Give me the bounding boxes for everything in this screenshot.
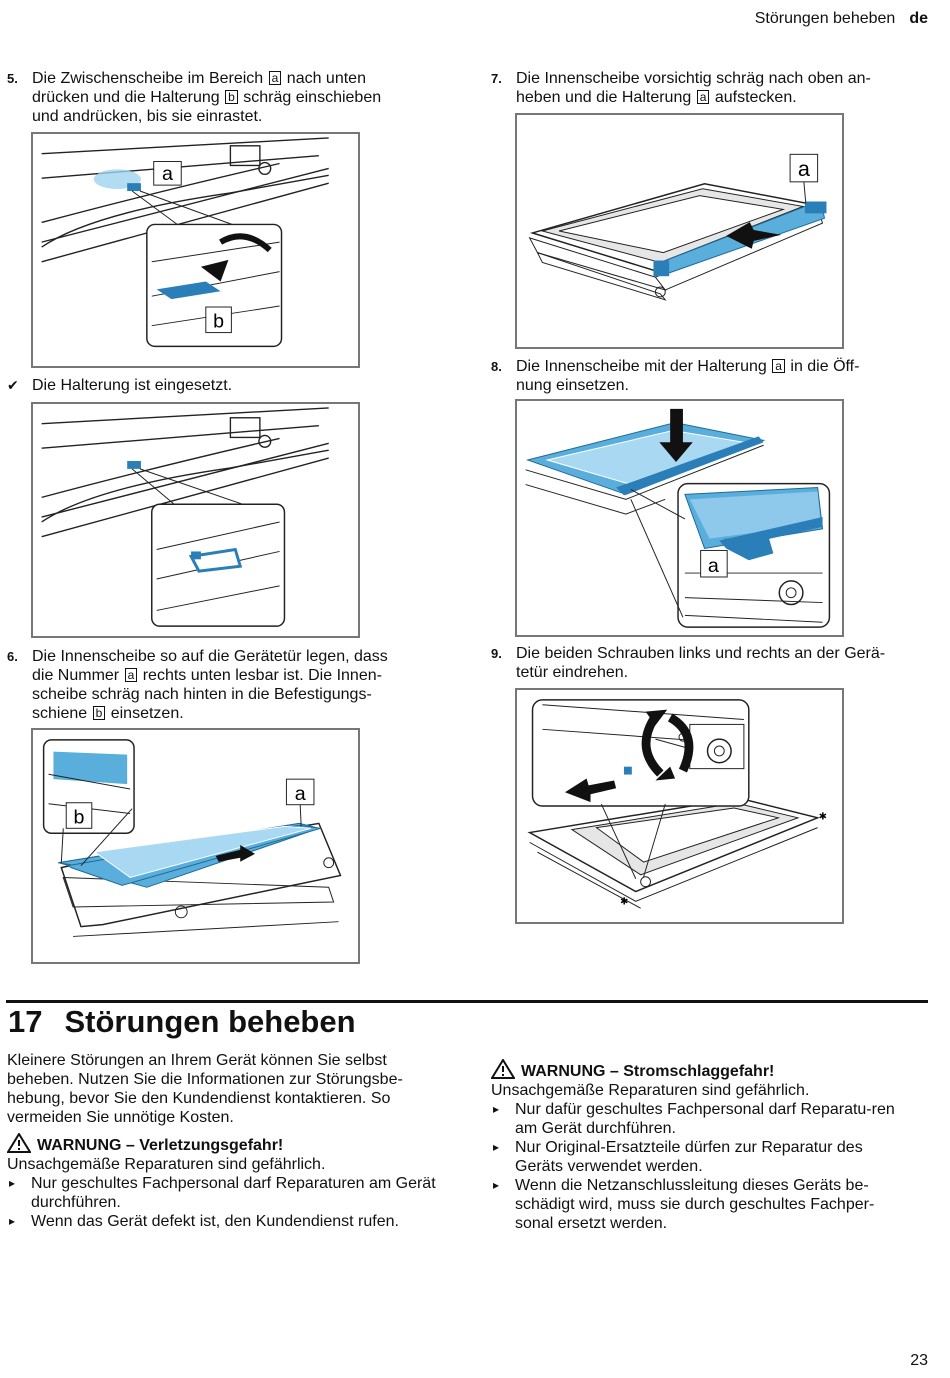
header-section: Störungen beheben	[754, 10, 896, 27]
label-box: b	[92, 706, 106, 720]
figure-result	[31, 402, 360, 638]
oven-door-illustration: ✱ ✱	[527, 699, 827, 909]
warning-title-text: WARNUNG – Verletzungsgefahr!	[37, 1137, 284, 1154]
figure-step-5: a b	[31, 132, 360, 368]
page-number: 23	[910, 1352, 928, 1369]
oven-door-illustration: b a	[42, 739, 342, 937]
text: nach unten	[282, 70, 366, 87]
label-box: a	[124, 668, 138, 682]
check-icon: ✔	[7, 377, 19, 393]
header-lang: de	[909, 10, 928, 27]
step-number: 9.	[491, 646, 502, 661]
step-text: Die Innenscheibe vorsichtig schräg nach …	[516, 69, 871, 107]
label-a: a	[708, 555, 719, 577]
label-b: b	[74, 806, 85, 828]
oven-door-illustration: a	[528, 153, 827, 301]
intro-line: vermeiden Sie unnötige Kosten.	[7, 1109, 234, 1126]
label-a: a	[798, 156, 811, 181]
step-number: 8.	[491, 359, 502, 374]
section-intro: Kleinere Störungen an Ihrem Gerät können…	[7, 1051, 447, 1127]
warning-injury: WARNUNG – Verletzungsgefahr! Unsachgemäß…	[6, 1132, 447, 1231]
step-7: 7. Die Innenscheibe vorsichtig schräg na…	[491, 69, 931, 109]
text: die Nummer	[32, 667, 124, 684]
step-text: Die Innenscheibe mit der Halterung a in …	[516, 357, 859, 395]
label-b: b	[213, 311, 224, 333]
text: Die Innenscheibe mit der Halterung	[516, 358, 772, 375]
screw-icon: ✱	[819, 812, 827, 823]
text: rechts unten lesbar ist. Die Innen-	[138, 667, 382, 684]
figure-step-8: a	[515, 399, 844, 637]
text: schräg einschieben	[238, 89, 382, 106]
label-box: a	[268, 71, 282, 85]
text: Die Innenscheibe vorsichtig schräg nach …	[516, 70, 871, 87]
step-8: 8. Die Innenscheibe mit der Halterung a …	[491, 357, 931, 397]
step-text: Die Innenscheibe so auf die Gerätetür le…	[32, 647, 388, 723]
label-box: a	[772, 359, 785, 373]
result-text: Die Halterung ist eingesetzt.	[32, 377, 233, 394]
oven-door-illustration	[41, 407, 329, 627]
text: Die Innenscheibe so auf die Gerätetür le…	[32, 648, 388, 665]
text: heben und die Halterung	[516, 89, 696, 106]
text: einsetzen.	[106, 705, 184, 722]
warning-title: WARNUNG – Verletzungsgefahr!	[6, 1132, 447, 1155]
text: in die Öff-	[785, 358, 860, 375]
warning-text: Unsachgemäße Reparaturen sind gefährlich…	[7, 1156, 326, 1173]
screw-icon: ✱	[620, 896, 628, 907]
warning-text: Unsachgemäße Reparaturen sind gefährlich…	[491, 1082, 810, 1099]
intro-line: hebung, bevor Sie den Kundendienst konta…	[7, 1090, 391, 1107]
warning-electric: WARNUNG – Stromschlaggefahr! Unsachgemäß…	[490, 1058, 921, 1233]
label-box: a	[696, 90, 710, 104]
step-9: 9. Die beiden Schrauben links und rechts…	[491, 644, 931, 684]
text: tetür eindrehen.	[516, 664, 629, 681]
step-text: Die Zwischenscheibe im Bereich a nach un…	[32, 69, 381, 126]
text: Die beiden Schrauben links und rechts an…	[516, 645, 886, 662]
warning-title: WARNUNG – Stromschlaggefahr!	[490, 1058, 921, 1081]
label-a: a	[162, 163, 173, 185]
intro-line: beheben. Nutzen Sie die Informationen zu…	[7, 1071, 403, 1088]
step-result: ✔ Die Halterung ist eingesetzt.	[7, 376, 437, 396]
step-5: 5. Die Zwischenscheibe im Bereich a nach…	[7, 69, 437, 129]
text: drücken und die Halterung	[32, 89, 225, 106]
section-title: Störungen beheben	[64, 1004, 356, 1039]
text: aufstecken.	[710, 89, 797, 106]
list-item: Nur Original-Ersatzteile dürfen zur Repa…	[491, 1138, 901, 1176]
warning-title-text: WARNUNG – Stromschlaggefahr!	[521, 1063, 775, 1080]
figure-step-6: b a	[31, 728, 360, 964]
step-number: 6.	[7, 649, 18, 664]
step-text: Die beiden Schrauben links und rechts an…	[516, 644, 885, 682]
text: schiene	[32, 705, 92, 722]
list-item: Nur geschultes Fachpersonal darf Reparat…	[7, 1174, 441, 1212]
step-6: 6. Die Innenscheibe so auf die Gerätetür…	[7, 647, 447, 727]
list-item: Wenn das Gerät defekt ist, den Kundendie…	[7, 1212, 447, 1231]
step-number: 7.	[491, 71, 502, 86]
text: nung einsetzen.	[516, 377, 629, 394]
text: scheibe schräg nach hinten in die Befest…	[32, 686, 372, 703]
section-heading: 17 Störungen beheben	[8, 1004, 356, 1040]
oven-door-illustration: a b	[41, 137, 329, 348]
warning-triangle-icon	[490, 1058, 516, 1079]
figure-step-9: ✱ ✱	[515, 688, 844, 924]
oven-door-illustration: a	[525, 408, 831, 628]
warning-list: Nur dafür geschultes Fachpersonal darf R…	[491, 1100, 901, 1233]
label-box: b	[225, 90, 238, 104]
step-number: 5.	[7, 71, 18, 86]
list-item: Nur dafür geschultes Fachpersonal darf R…	[491, 1100, 901, 1138]
text: und andrücken, bis sie einrastet.	[32, 108, 263, 125]
intro-line: Kleinere Störungen an Ihrem Gerät können…	[7, 1052, 387, 1069]
text: Die Zwischenscheibe im Bereich	[32, 70, 268, 87]
running-header: Störungen beheben de	[755, 10, 928, 28]
section-rule	[6, 1000, 928, 1003]
section-number: 17	[8, 1004, 43, 1039]
warning-triangle-icon	[6, 1132, 32, 1153]
label-a: a	[295, 783, 306, 805]
warning-list: Nur geschultes Fachpersonal darf Reparat…	[7, 1174, 447, 1231]
list-item: Wenn die Netzanschlussleitung dieses Ger…	[491, 1176, 901, 1233]
figure-step-7: a	[515, 113, 844, 349]
